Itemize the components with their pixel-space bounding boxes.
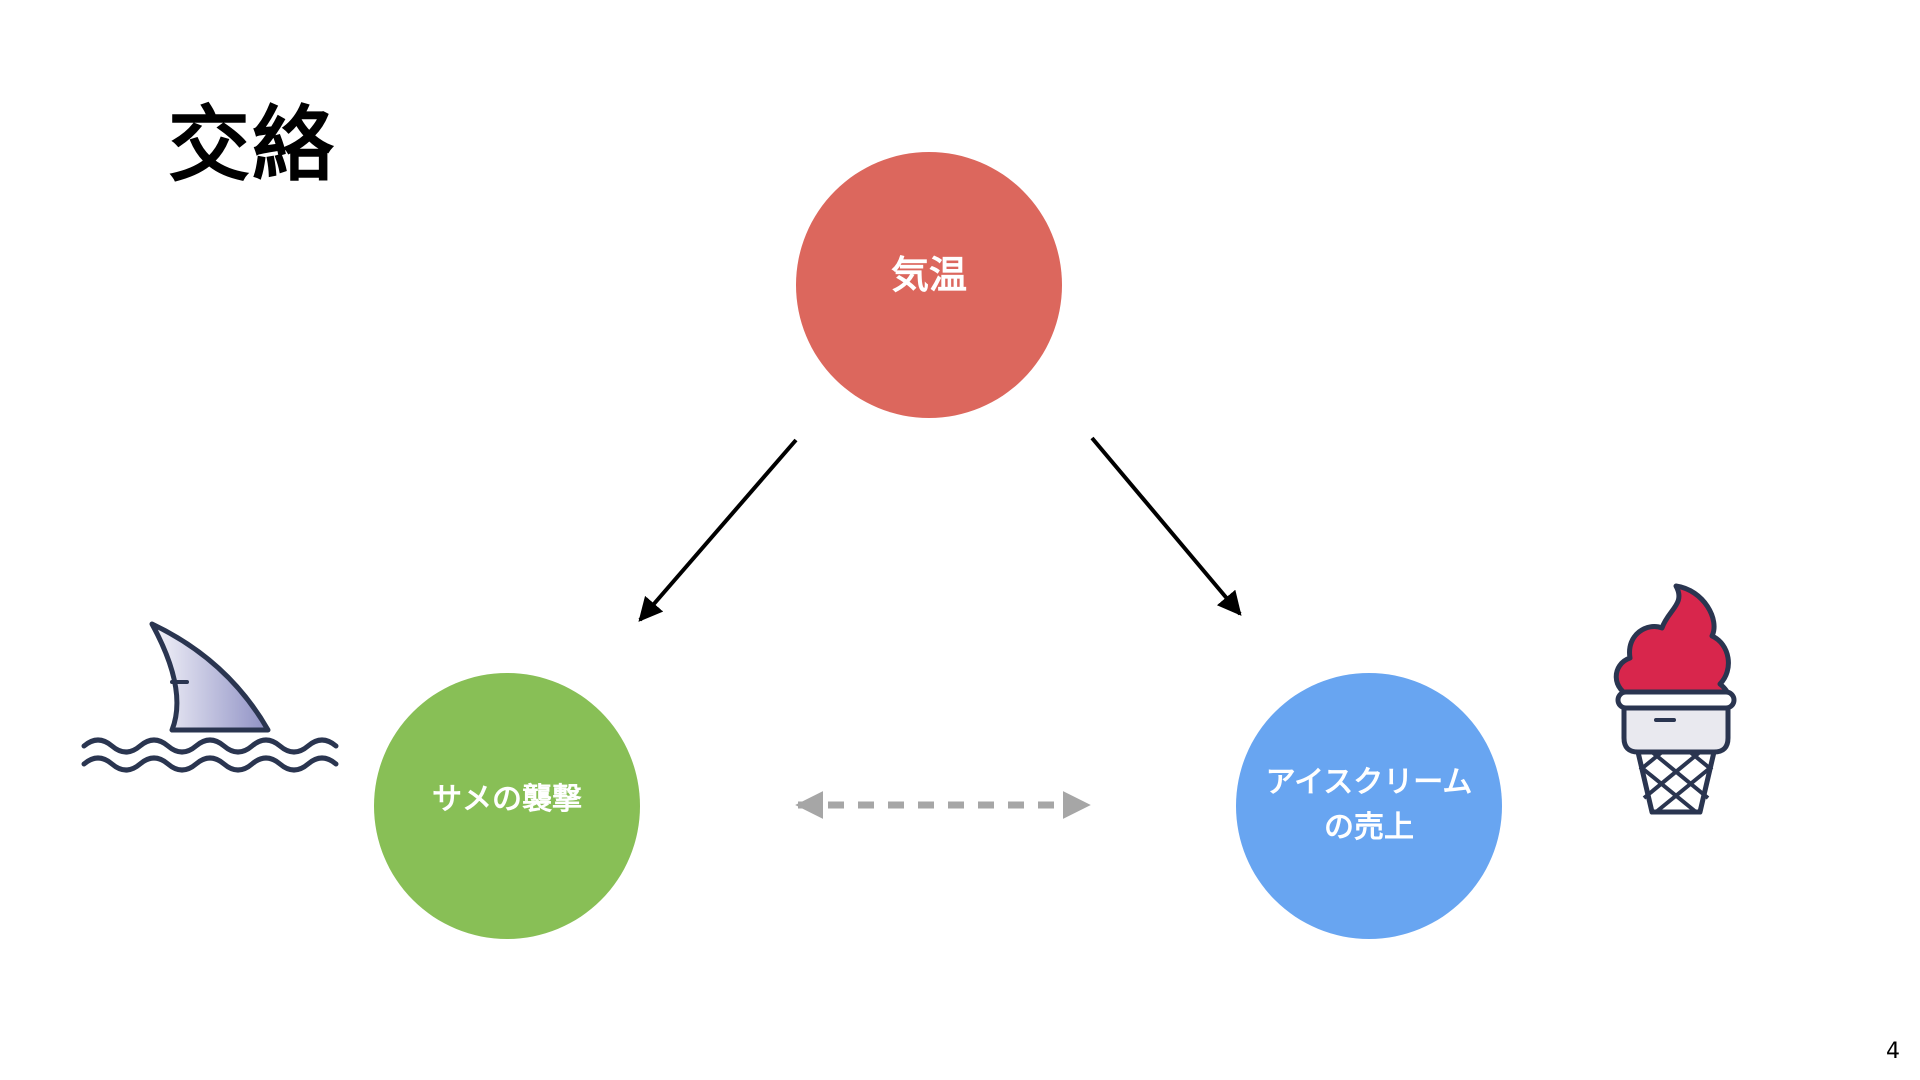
node-shark-attacks-label: サメの襲撃	[432, 781, 582, 817]
page-number: 4	[1886, 1039, 1900, 1064]
node-shark-attacks: サメの襲撃	[374, 673, 640, 939]
edge-temperature-to-shark	[638, 438, 798, 622]
edge-temperature-to-icecream	[1090, 436, 1242, 616]
shark-fin-icon	[81, 621, 339, 773]
slide-title: 交絡	[168, 98, 337, 193]
ice-cream-cone-icon	[1613, 583, 1737, 815]
node-ice-cream-sales: アイスクリーム の売上	[1236, 673, 1502, 939]
node-temperature: 気温	[796, 152, 1062, 418]
node-temperature-label: 気温	[890, 252, 967, 297]
node-ice-cream-sales-label: アイスクリーム の売上	[1265, 765, 1473, 845]
